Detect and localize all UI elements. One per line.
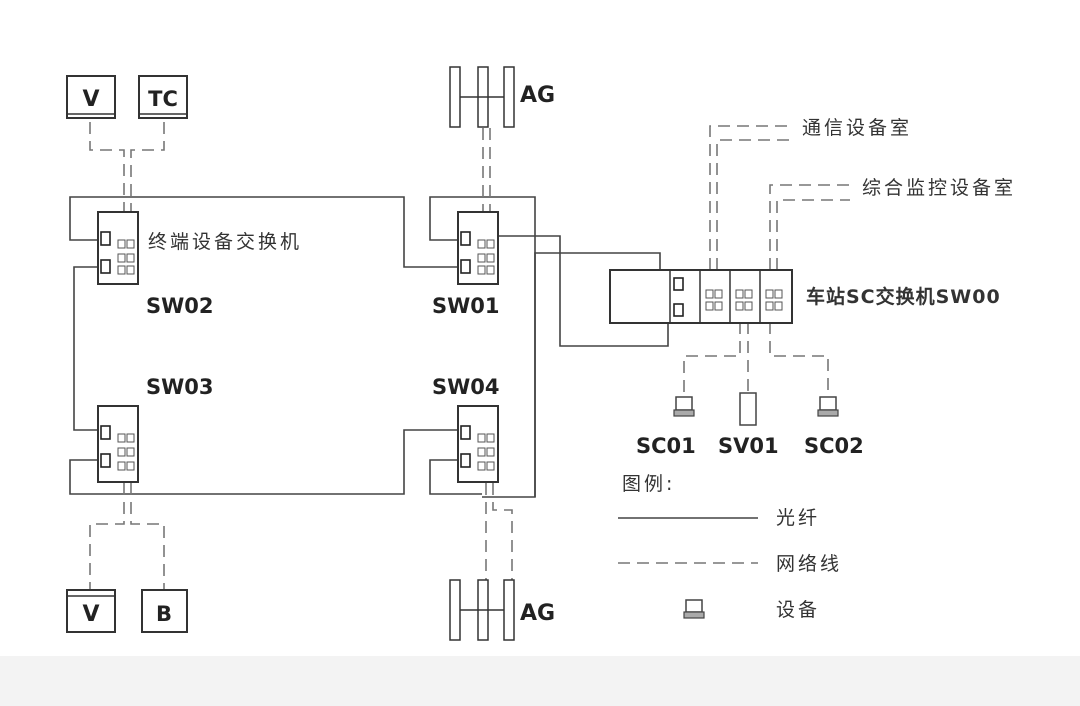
device-sv01-icon <box>739 392 757 426</box>
ag-bottom: AG <box>449 579 555 641</box>
sw03-label: SW03 <box>146 375 214 399</box>
legend-fiber-label: 光纤 <box>776 507 820 529</box>
legend-device-icon <box>683 599 705 619</box>
network-links <box>89 122 850 590</box>
ag-top-label: AG <box>520 83 555 108</box>
device-b-label: B <box>156 602 172 626</box>
legend-title: 图例: <box>622 473 675 495</box>
net-sw03-v <box>89 483 125 590</box>
legend-network-label: 网络线 <box>776 553 842 575</box>
bottom-band <box>0 656 1080 706</box>
device-v-top: V <box>66 75 116 119</box>
device-b: B <box>141 589 188 633</box>
ag-top: AG <box>449 66 555 128</box>
device-sc02-icon <box>817 396 839 417</box>
legend-device-label: 设备 <box>776 599 820 621</box>
comm-room-label: 通信设备室 <box>802 117 912 139</box>
sw04-label: SW04 <box>432 375 500 399</box>
fiber-links <box>69 196 758 519</box>
net-sw00-comm-a <box>709 125 790 270</box>
fiber-ring-outer <box>69 196 458 268</box>
monitor-room-label: 综合监控设备室 <box>862 177 1016 199</box>
sc01-label: SC01 <box>636 434 696 458</box>
legend: 图例: 光纤 网络线 设备 <box>622 473 842 621</box>
device-v-top-label: V <box>82 87 99 112</box>
device-v-bottom: V <box>66 589 116 633</box>
switch-sw02 <box>97 211 139 285</box>
switch-sw03 <box>97 405 139 483</box>
switch-sw01 <box>457 211 499 285</box>
net-sw00-sc02 <box>769 322 829 396</box>
device-tc-label: TC <box>148 87 178 111</box>
net-sw00-monitor-b <box>776 199 850 270</box>
switch-sw00 <box>609 269 793 324</box>
switch-sw04 <box>457 405 499 483</box>
sw00-label: 车站SC交换机SW00 <box>806 285 1001 308</box>
device-v-bottom-label: V <box>82 602 99 627</box>
device-sc01-icon <box>673 396 695 417</box>
sw02-description: 终端设备交换机 <box>148 231 302 253</box>
net-sw00-sc01 <box>683 322 741 396</box>
net-tc-sw02 <box>130 122 165 212</box>
device-tc: TC <box>138 75 188 119</box>
sv01-label: SV01 <box>718 434 779 458</box>
ag-bottom-label: AG <box>520 601 555 626</box>
net-sw00-monitor-a <box>769 184 850 270</box>
sw01-label: SW01 <box>432 294 500 318</box>
net-sw03-b <box>130 483 165 590</box>
net-v-sw02 <box>89 122 125 212</box>
net-sw04-ag-b <box>492 483 513 580</box>
net-sw00-comm-b <box>716 139 790 270</box>
fiber-sw02-sw03 <box>73 266 99 431</box>
sw02-label: SW02 <box>146 294 214 318</box>
sc02-label: SC02 <box>804 434 864 458</box>
fiber-sw04-loop <box>429 459 482 495</box>
fiber-sw03-bottom <box>69 429 458 495</box>
